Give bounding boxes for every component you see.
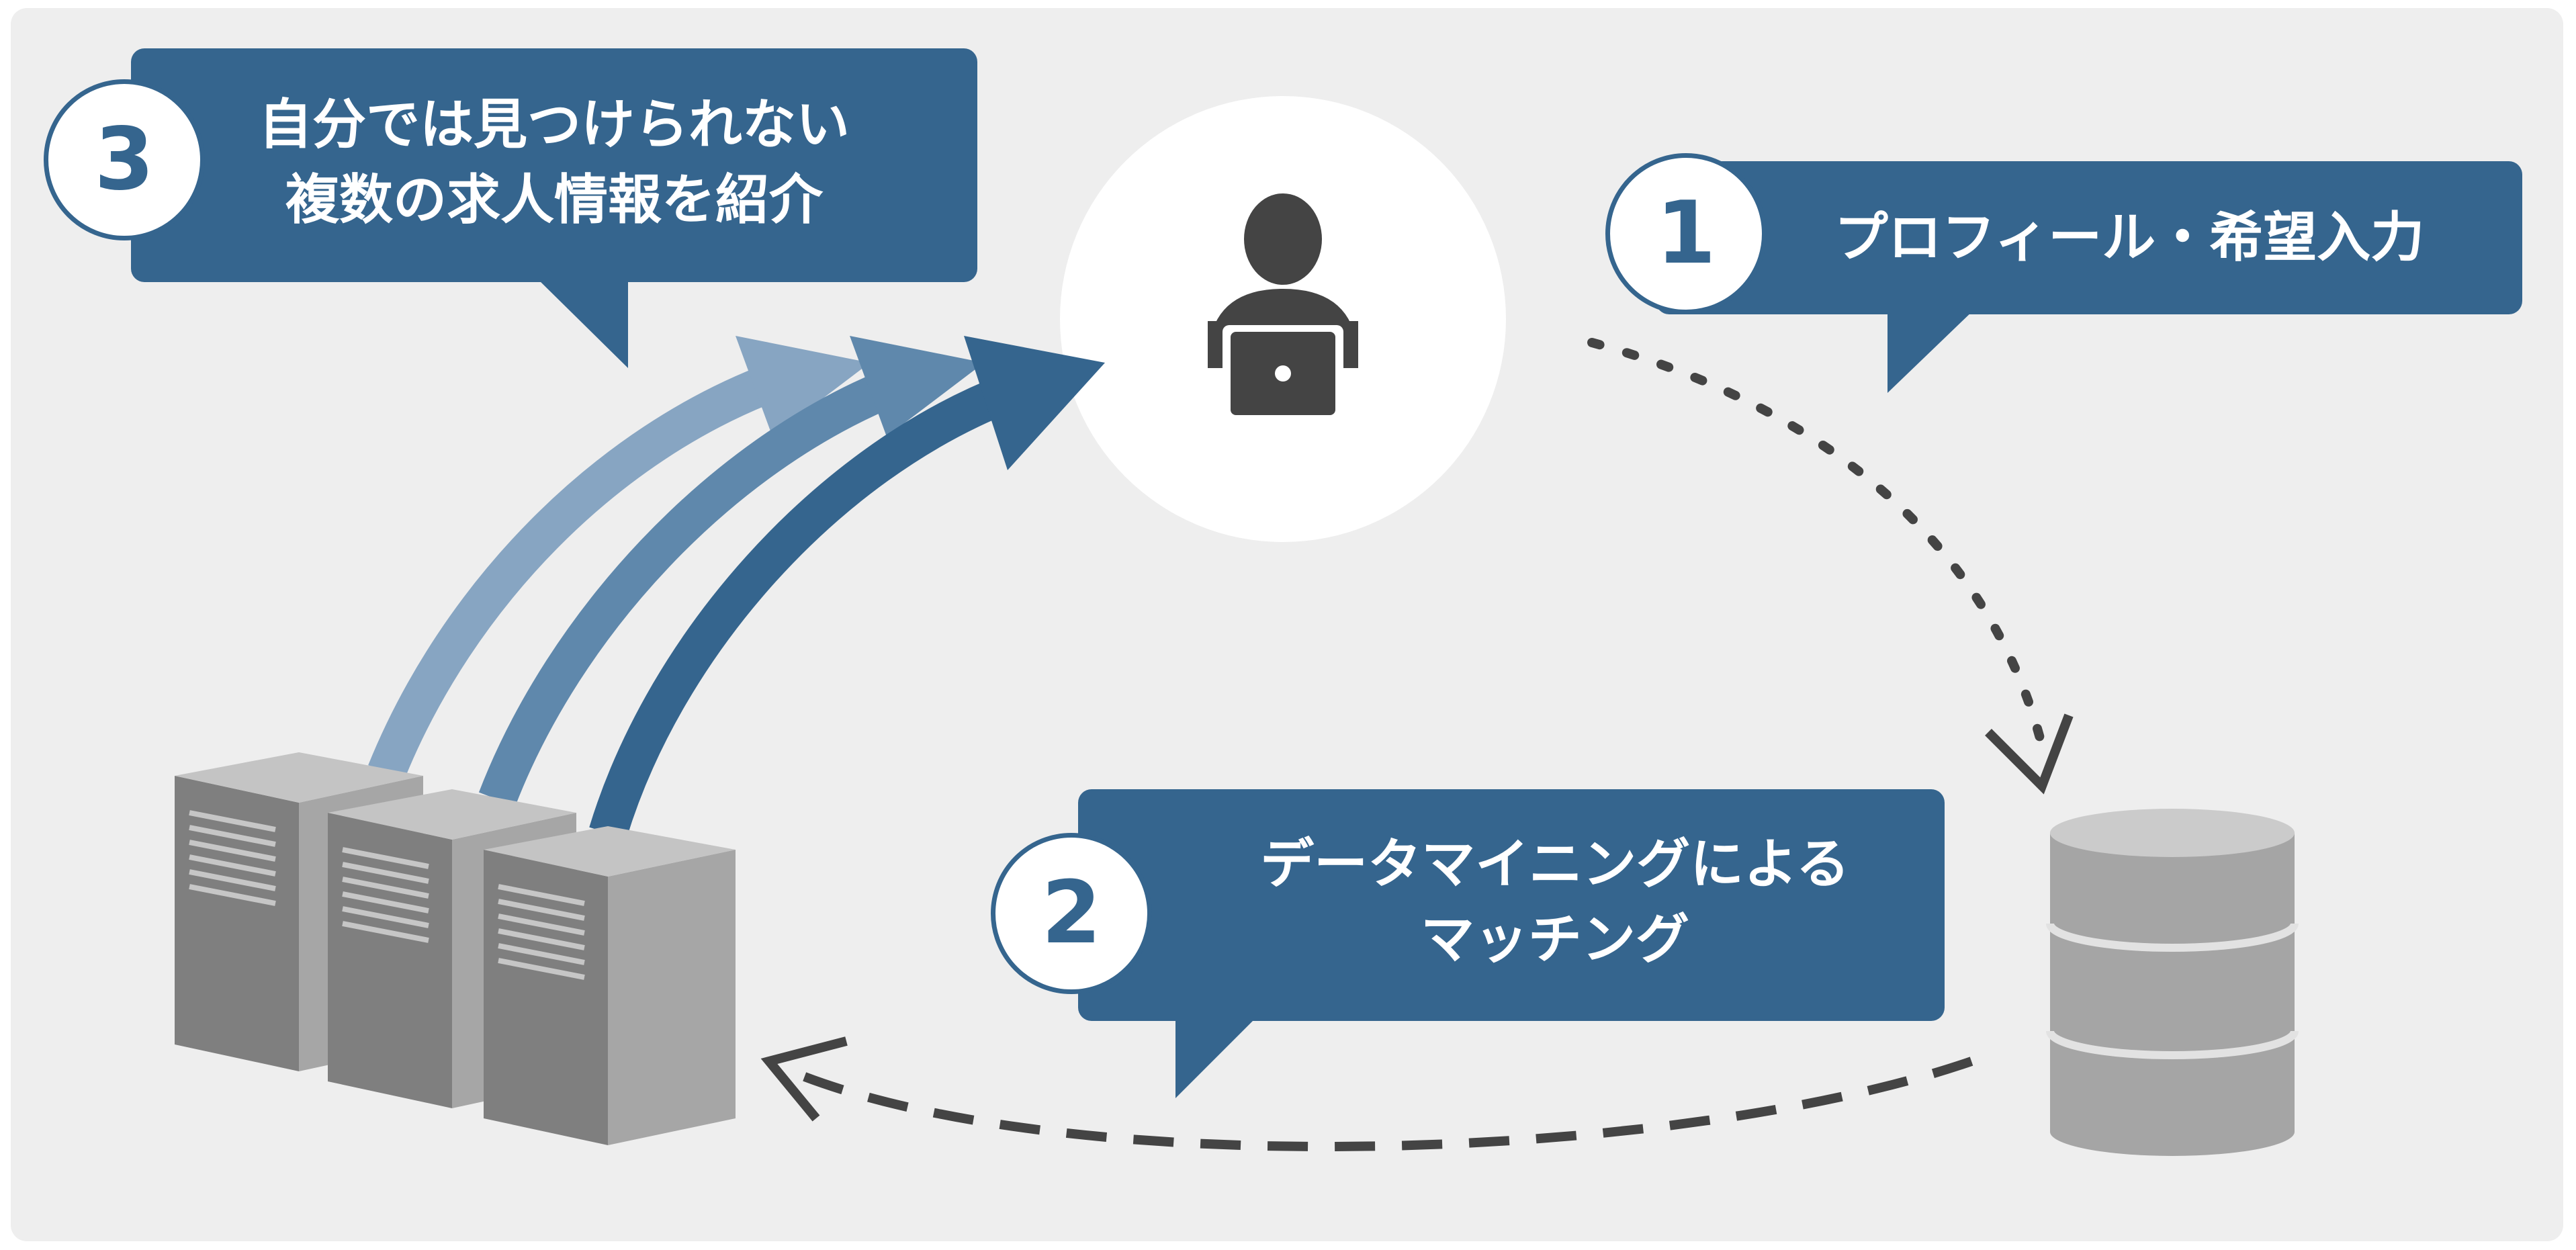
step-3-line-2: 複数の求人情報を紹介 — [285, 169, 823, 231]
server-rack-icon — [175, 752, 736, 1145]
step-3-line-1: 自分では見つけられない — [259, 93, 850, 156]
matching-flow-arrow — [760, 1036, 1973, 1151]
result-arrowhead-dark — [964, 336, 1105, 470]
result-arrowhead-light — [736, 336, 870, 437]
callout-2-tail — [1175, 1018, 1256, 1098]
result-arrowhead-mid — [850, 336, 984, 437]
callout-3-tail — [537, 279, 628, 368]
database-icon — [2046, 809, 2299, 1156]
step-1-badge: 1 — [1605, 153, 1767, 314]
step-1-text: プロフィール・希望入力 — [1757, 200, 2502, 275]
input-flow-arrow — [1587, 338, 2074, 795]
step-2-line-1: データマイニングによる — [1260, 833, 1850, 895]
step-3-badge: 3 — [44, 79, 205, 240]
callout-step-1: プロフィール・希望入力 — [1656, 161, 2522, 314]
step-3-text: 自分では見つけられない 複数の求人情報を紹介 — [151, 87, 957, 238]
user-node — [1060, 96, 1506, 542]
step-2-text: データマイニングによる マッチング — [1186, 827, 1924, 977]
step-2-badge: 2 — [991, 833, 1152, 994]
result-arrows — [368, 336, 1105, 839]
callout-step-3: 自分では見つけられない 複数の求人情報を紹介 — [131, 48, 977, 282]
callout-step-2: データマイニングによる マッチング — [1078, 789, 1945, 1021]
result-arrow-mid — [478, 368, 901, 807]
step-1-line-1: プロフィール・希望入力 — [1834, 206, 2425, 269]
result-arrow-dark — [589, 374, 1015, 839]
step-2-line-2: マッチング — [1421, 908, 1689, 971]
user-at-laptop-icon — [1208, 193, 1358, 419]
callout-1-tail — [1887, 309, 1975, 393]
result-arrow-light — [368, 361, 786, 780]
server-3 — [484, 826, 736, 1145]
